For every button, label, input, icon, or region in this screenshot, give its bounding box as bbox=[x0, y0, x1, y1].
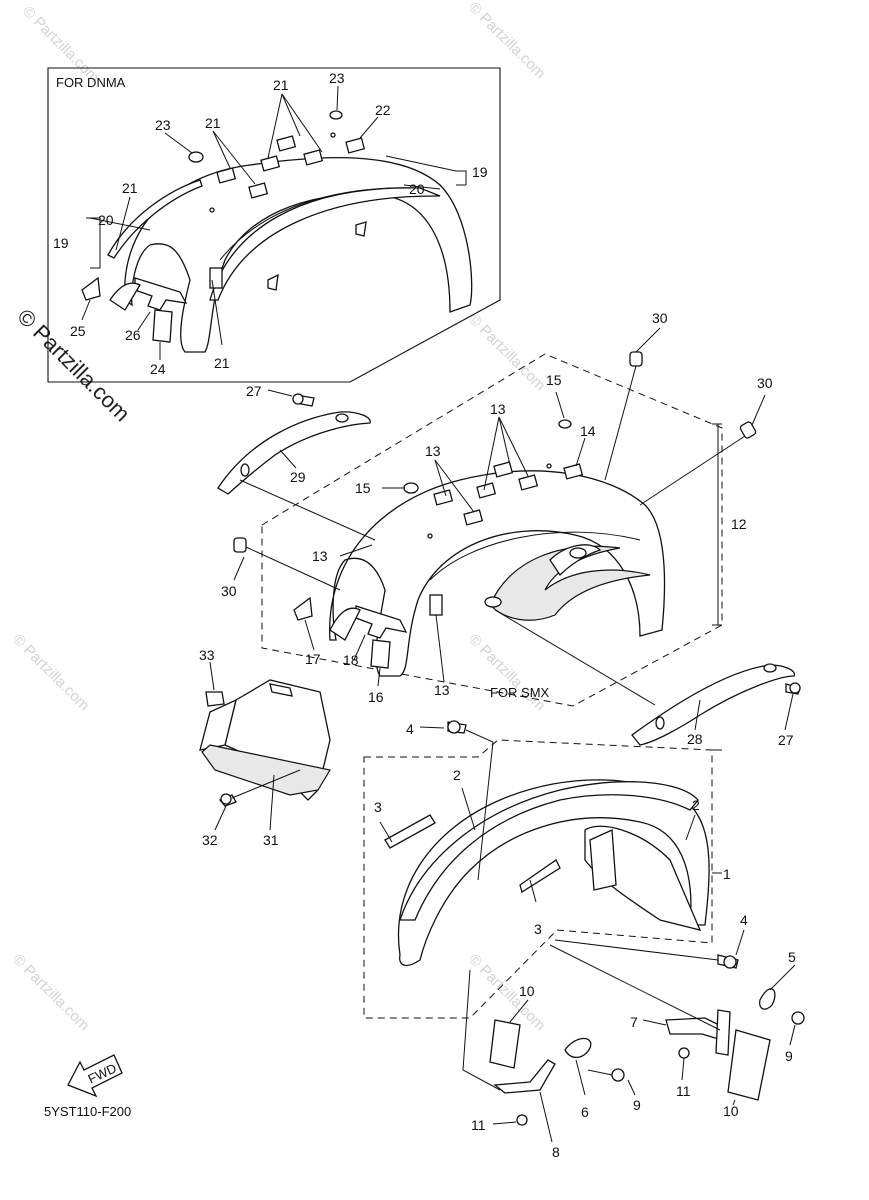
smx-clip-17 bbox=[293, 596, 313, 621]
watermark-tile: © Partzilla.com bbox=[465, 311, 548, 394]
callout-17: 17 bbox=[305, 651, 321, 667]
rail-29 bbox=[217, 411, 371, 495]
callout-30: 30 bbox=[221, 583, 237, 599]
bracket-8 bbox=[493, 1059, 556, 1094]
callout-24: 24 bbox=[150, 361, 166, 377]
callout-32: 32 bbox=[202, 832, 218, 848]
smx-fender-edge bbox=[329, 607, 361, 641]
callout-31: 31 bbox=[263, 832, 279, 848]
dnma-side-strip bbox=[107, 179, 203, 259]
callout-2: 2 bbox=[453, 767, 461, 783]
smx-grommet-30 bbox=[233, 537, 247, 553]
smx-grommet-30 bbox=[739, 421, 757, 439]
reflector-10 bbox=[727, 1029, 771, 1101]
wire-5 bbox=[759, 988, 776, 1010]
callout-9: 9 bbox=[785, 1048, 793, 1064]
reflector-group: 5 7 9 11 10 10 9 11 8 6 bbox=[462, 944, 805, 1160]
callout-12: 12 bbox=[731, 516, 747, 532]
callout-4: 4 bbox=[740, 912, 748, 928]
mudflap-group: 33 32 31 bbox=[199, 647, 331, 848]
callout-20: 20 bbox=[98, 212, 114, 228]
drawing-code: 5YST110-F200 bbox=[44, 1104, 131, 1119]
dnma-bracket-26 bbox=[134, 277, 188, 311]
callout-23: 23 bbox=[329, 70, 345, 86]
callout-3: 3 bbox=[534, 921, 542, 937]
rail-28 bbox=[631, 664, 796, 746]
dnma-fender-edge bbox=[109, 282, 141, 311]
dnma-inset: FOR DNMA bbox=[47, 67, 501, 383]
trim-3b bbox=[519, 859, 561, 894]
callout-11: 11 bbox=[471, 1117, 486, 1133]
callout-6: 6 bbox=[581, 1104, 589, 1120]
callout-11: 11 bbox=[676, 1083, 691, 1099]
callout-4: 4 bbox=[406, 721, 414, 737]
callout-15: 15 bbox=[355, 480, 371, 496]
callout-9: 9 bbox=[633, 1097, 641, 1113]
watermark-tile: © Partzilla.com bbox=[9, 631, 92, 714]
callout-13: 13 bbox=[425, 443, 441, 459]
trim-3 bbox=[384, 814, 436, 849]
dnma-clip-25 bbox=[81, 276, 101, 301]
smx-group: FOR SMX bbox=[221, 310, 773, 707]
callout-10: 10 bbox=[723, 1103, 739, 1119]
callout-29: 29 bbox=[290, 469, 306, 485]
callout-7: 7 bbox=[630, 1014, 638, 1030]
callout-10: 10 bbox=[519, 983, 535, 999]
callout-20: 20 bbox=[409, 181, 425, 197]
callout-21: 21 bbox=[273, 77, 289, 93]
watermark-tile: © Partzilla.com bbox=[465, 631, 548, 714]
callout-19: 19 bbox=[472, 164, 488, 180]
callout-30: 30 bbox=[652, 310, 668, 326]
nut-33 bbox=[205, 691, 225, 707]
callout-23: 23 bbox=[155, 117, 171, 133]
callout-26: 26 bbox=[125, 327, 141, 343]
callout-13: 13 bbox=[312, 548, 328, 564]
callout-22: 22 bbox=[375, 102, 391, 118]
watermark-tile: © Partzilla.com bbox=[465, 0, 548, 82]
dnma-side-strip-rear bbox=[209, 187, 441, 301]
main-fender-group: 4 2 2 3 3 1 4 bbox=[363, 720, 748, 1019]
callout-19: 19 bbox=[53, 235, 69, 251]
callout-27: 27 bbox=[778, 732, 794, 748]
reflector-10 bbox=[489, 1019, 521, 1069]
callout-3: 3 bbox=[374, 799, 382, 815]
callout-15: 15 bbox=[546, 372, 562, 388]
callout-2: 2 bbox=[692, 797, 700, 813]
callout-13: 13 bbox=[434, 682, 450, 698]
callout-5: 5 bbox=[788, 949, 796, 965]
dnma-bracket-24 bbox=[152, 309, 173, 343]
fender-rail-2 bbox=[399, 781, 699, 921]
callout-13: 13 bbox=[490, 401, 506, 417]
callout-1: 1 bbox=[723, 866, 731, 882]
smx-bracket-16 bbox=[370, 639, 391, 669]
callout-16: 16 bbox=[368, 689, 384, 705]
callout-33: 33 bbox=[199, 647, 215, 663]
smx-grommet-30 bbox=[629, 351, 643, 367]
callout-21: 21 bbox=[214, 355, 230, 371]
watermark-tile: © Partzilla.com bbox=[9, 951, 92, 1034]
rails: 27 29 27 28 bbox=[217, 383, 801, 748]
fwd-arrow-icon: FWD bbox=[67, 1054, 123, 1098]
callout-21: 21 bbox=[122, 180, 138, 196]
callout-27: 27 bbox=[246, 383, 262, 399]
callout-28: 28 bbox=[687, 731, 703, 747]
callout-30: 30 bbox=[757, 375, 773, 391]
wire-6 bbox=[564, 1037, 592, 1058]
callout-14: 14 bbox=[580, 423, 596, 439]
callout-8: 8 bbox=[552, 1144, 560, 1160]
smx-label: FOR SMX bbox=[490, 685, 550, 700]
callout-18: 18 bbox=[343, 652, 359, 668]
callout-25: 25 bbox=[70, 323, 86, 339]
watermark-tile: © Partzilla.com bbox=[19, 3, 102, 86]
callout-21: 21 bbox=[205, 115, 221, 131]
dnma-label: FOR DNMA bbox=[56, 75, 126, 90]
smx-bracket-18 bbox=[355, 605, 408, 639]
